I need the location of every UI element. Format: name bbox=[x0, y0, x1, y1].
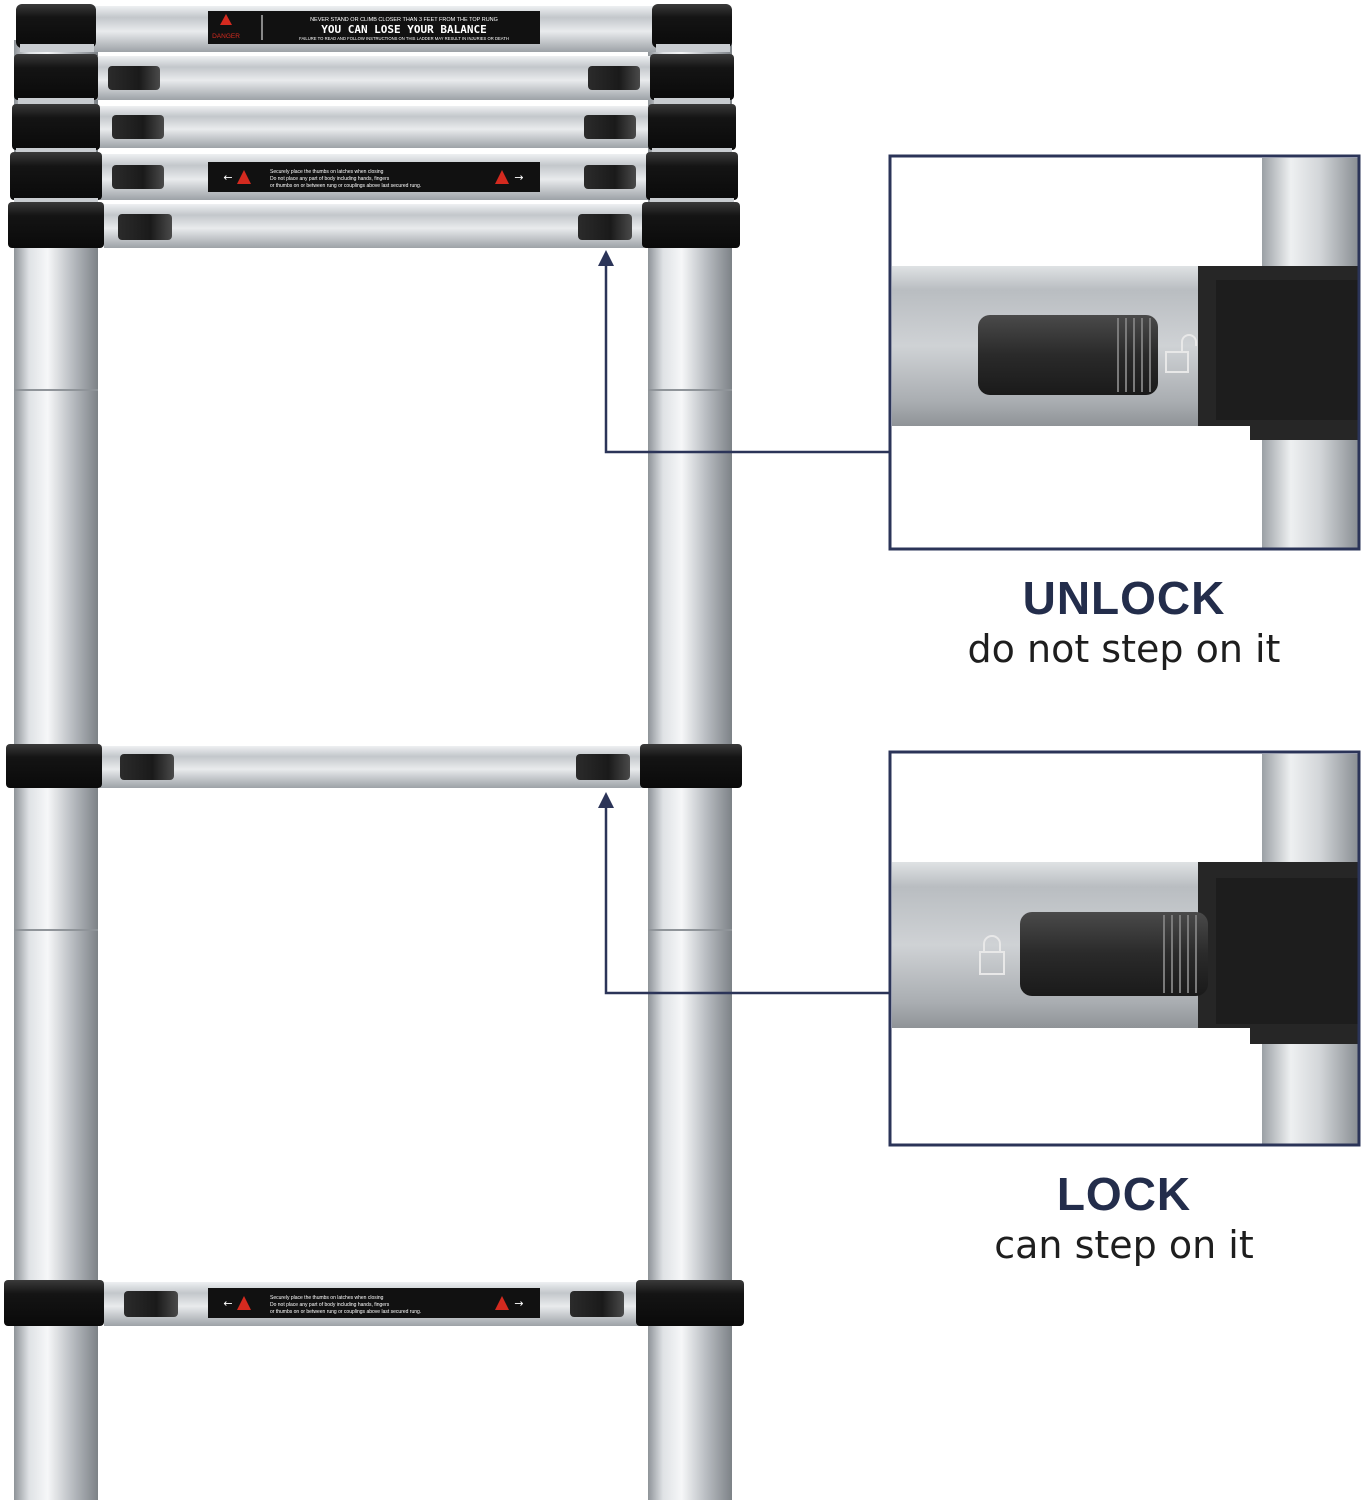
left-arrow-icon: ← bbox=[223, 1297, 232, 1310]
sticker-line1: Securely place the thumbs on latches whe… bbox=[270, 1295, 384, 1301]
latch-slider-unlocked bbox=[978, 315, 1158, 395]
sticker-line3: or thumbs on or between rung or coupling… bbox=[270, 1309, 421, 1315]
danger-headline: YOU CAN LOSE YOUR BALANCE bbox=[321, 23, 487, 36]
leader-line-unlock bbox=[604, 262, 890, 454]
thumb-warning-sticker-bottom: ← Securely place the thumbs on latches w… bbox=[208, 1288, 540, 1318]
arrow-up-icon bbox=[598, 250, 614, 266]
unlock-detail-panel bbox=[888, 154, 1361, 551]
warning-triangle-icon bbox=[237, 170, 251, 184]
lock-subtitle: can step on it bbox=[994, 1223, 1254, 1267]
warning-triangle-icon bbox=[495, 170, 509, 184]
thumb-warning-sticker-top: ← Securely place the thumbs on latches w… bbox=[208, 162, 540, 192]
warning-triangle-icon bbox=[237, 1296, 251, 1310]
arrow-up-icon bbox=[598, 792, 614, 808]
warning-triangle-icon bbox=[495, 1296, 509, 1310]
danger-sticker: DANGER NEVER STAND OR CLIMB CLOSER THAN … bbox=[208, 11, 540, 44]
sticker-line2: Do not place any part of body including … bbox=[270, 176, 390, 182]
sticker-line1: Securely place the thumbs on latches whe… bbox=[270, 169, 384, 175]
unlock-label: UNLOCK do not step on it bbox=[914, 572, 1334, 674]
lock-label: LOCK can step on it bbox=[914, 1168, 1334, 1270]
unlock-title: UNLOCK bbox=[1022, 572, 1226, 624]
sticker-line3: or thumbs on or between rung or coupling… bbox=[270, 183, 421, 189]
lock-title: LOCK bbox=[1056, 1168, 1192, 1220]
danger-line3: FAILURE TO READ AND FOLLOW INSTRUCTIONS … bbox=[299, 36, 509, 41]
lock-detail-panel bbox=[888, 750, 1361, 1147]
middle-rung bbox=[6, 744, 742, 788]
right-arrow-icon: → bbox=[514, 1297, 523, 1310]
right-arrow-icon: → bbox=[514, 171, 523, 184]
leader-line-lock bbox=[604, 804, 890, 995]
closed-padlock-icon bbox=[979, 935, 1005, 975]
danger-line1: NEVER STAND OR CLIMB CLOSER THAN 3 FEET … bbox=[310, 17, 498, 23]
latch-slider-locked bbox=[1020, 912, 1208, 996]
sticker-line2: Do not place any part of body including … bbox=[270, 1302, 390, 1308]
unlock-subtitle: do not step on it bbox=[967, 627, 1281, 671]
open-padlock-icon bbox=[1165, 334, 1197, 373]
danger-badge-text: DANGER bbox=[212, 33, 240, 40]
left-arrow-icon: ← bbox=[223, 171, 232, 184]
